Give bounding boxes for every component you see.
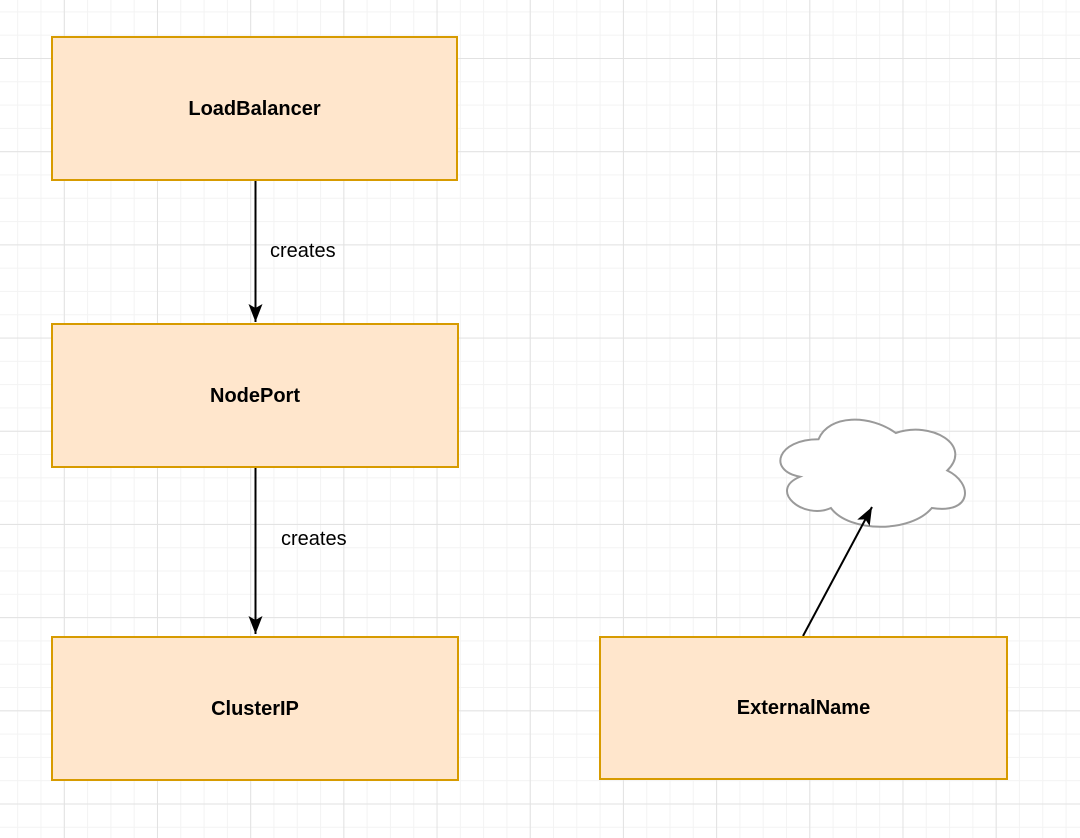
node-externalname[interactable]: ExternalName — [599, 636, 1008, 780]
edge-externalname-to-cloud[interactable] — [802, 506, 873, 637]
edge-label-creates-1: creates — [270, 240, 336, 262]
node-clusterip[interactable]: ClusterIP — [51, 636, 459, 781]
node-loadbalancer-label: LoadBalancer — [188, 97, 321, 120]
node-externalname-label: ExternalName — [736, 697, 871, 719]
edge-label-creates-2: creates — [281, 528, 347, 550]
node-loadbalancer[interactable]: LoadBalancer — [51, 36, 458, 181]
external-cloud-shape[interactable] — [779, 418, 966, 528]
node-clusterip-label: ClusterIP — [211, 697, 299, 720]
node-nodeport[interactable]: NodePort — [51, 323, 459, 468]
node-nodeport-label: NodePort — [210, 384, 300, 407]
